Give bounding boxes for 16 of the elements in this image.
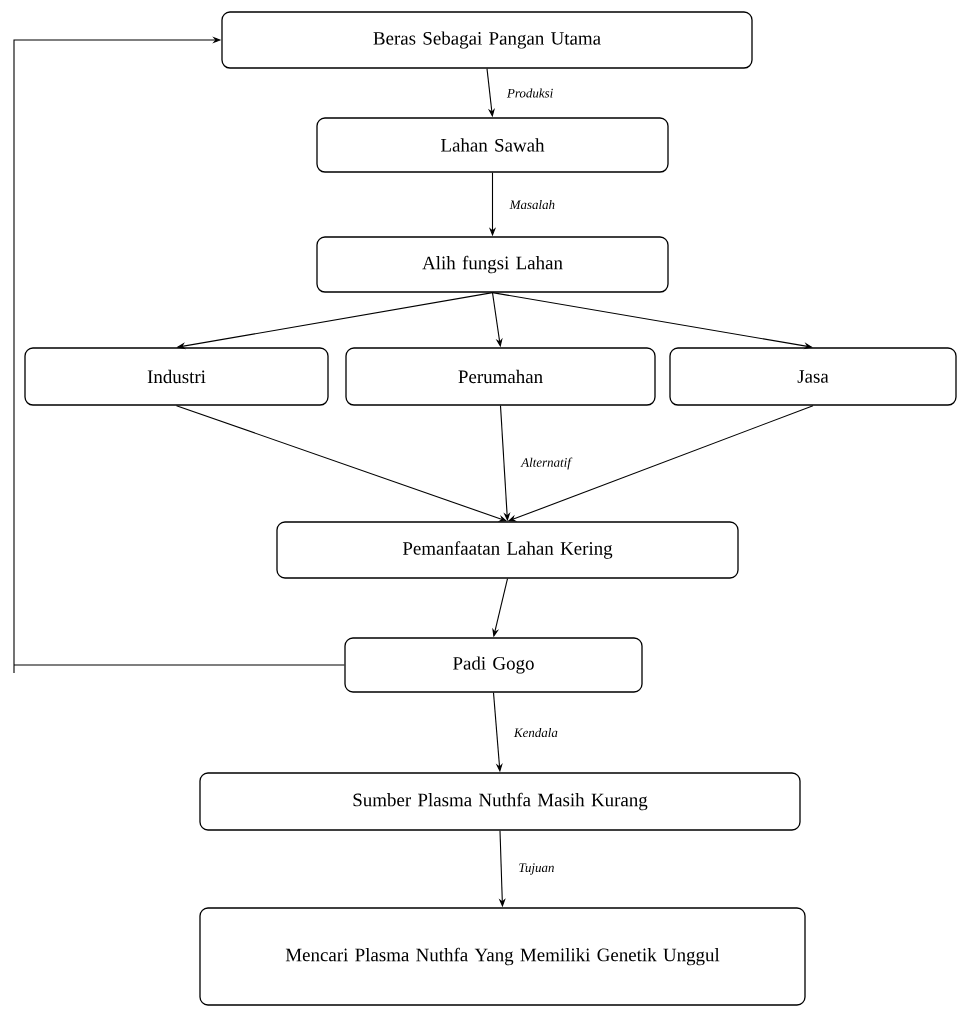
process-box: Padi Gogo — [344, 637, 643, 693]
process-box: Lahan Sawah — [316, 117, 669, 173]
edge-label: Masalah — [508, 198, 557, 211]
process-box: Perumahan — [345, 347, 656, 406]
edge-label: Produksi — [505, 87, 555, 99]
edge-label: Tujuan — [517, 862, 556, 876]
process-box: Beras Sebagai Pangan Utama — [221, 11, 753, 69]
process-box: Industri — [24, 347, 329, 406]
edge-label: Kendala — [512, 726, 559, 739]
process-box: Sumber Plasma Nuthfa Masih Kurang — [199, 772, 801, 831]
arrow — [13, 36, 345, 674]
process-box: Jasa — [669, 347, 957, 406]
process-box: Alih fungsi Lahan — [316, 236, 669, 293]
process-box: Pemanfaatan Lahan Kering — [276, 521, 739, 579]
edge-label: Alternatif — [520, 456, 573, 471]
process-box: Mencari Plasma Nuthfa Yang Memiliki Genetik Unggul — [199, 907, 806, 1006]
